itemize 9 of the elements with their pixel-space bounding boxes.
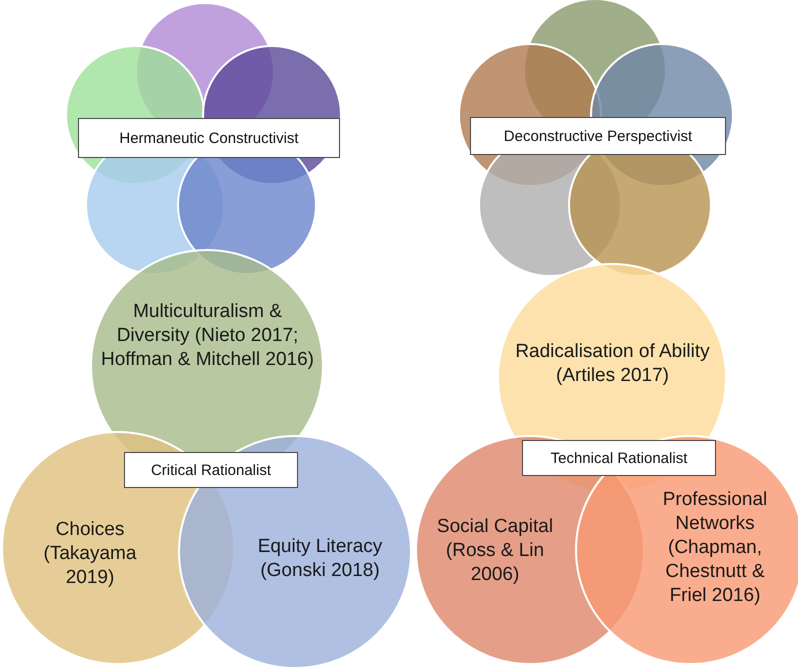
circle-label: Multiculturalism & Diversity (Nieto 2017; Hoffman & Mitchell 2016) — [100, 300, 315, 372]
group-title-label: Hermaneutic Constructivist — [78, 118, 340, 158]
circle-label: Social Capital (Ross & Lin 2006) — [436, 515, 554, 587]
group-title-label: Critical Rationalist — [124, 452, 298, 488]
circle-label: Equity Literacy (Gonski 2018) — [256, 535, 384, 583]
circle-label: Choices (Takayama 2019) — [42, 518, 138, 590]
circle-label: Professional Networks (Chapman, Chestnutt & Friel 2016) — [662, 488, 768, 608]
circle-label: Radicalisation of Ability (Artiles 2017) — [515, 340, 710, 388]
group-title-label: Deconstructive Perspectivist — [470, 117, 726, 155]
